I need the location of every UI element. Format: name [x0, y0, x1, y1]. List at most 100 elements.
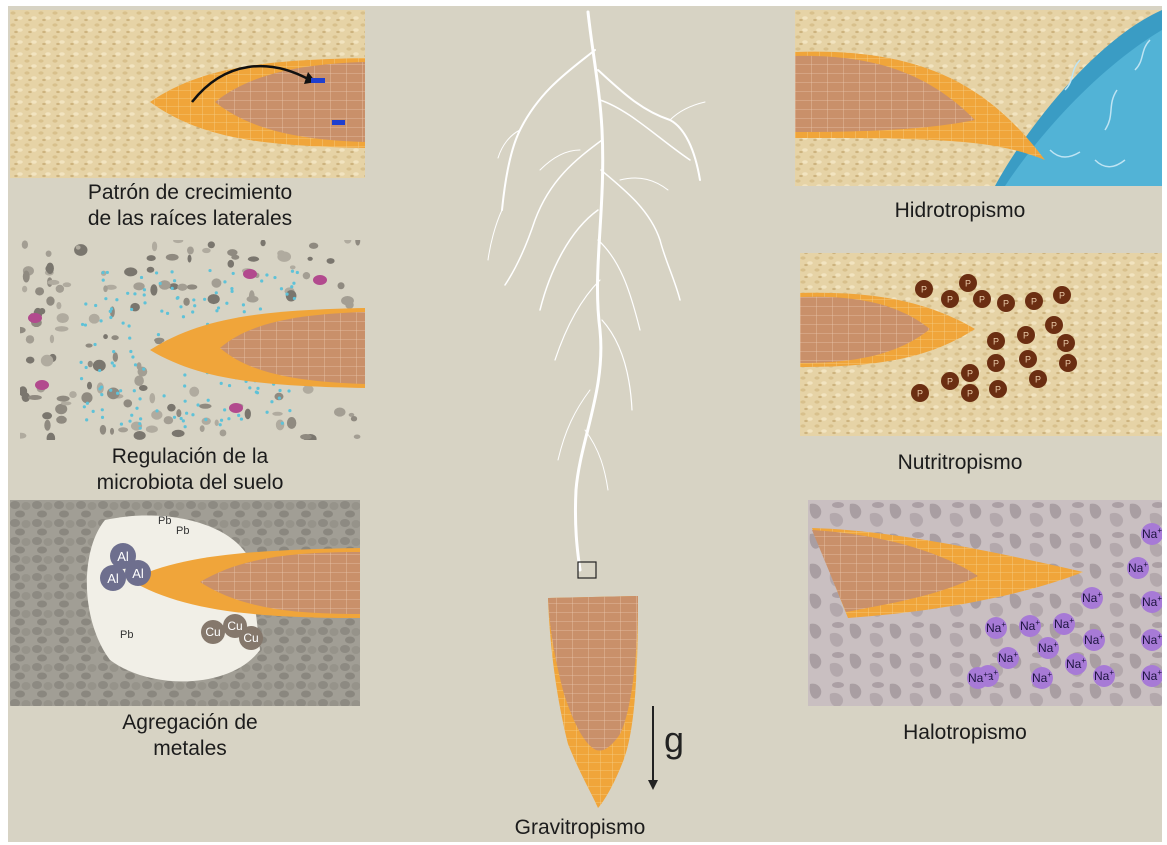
pb-label: Pb	[120, 629, 133, 641]
microbe	[131, 355, 134, 358]
microbe	[208, 269, 211, 272]
cu-label: Cu	[243, 631, 258, 645]
microbe	[204, 418, 207, 421]
soil-particle	[103, 285, 108, 292]
caption-metals: Agregación de metales	[40, 710, 340, 762]
microbe	[138, 397, 141, 400]
microbe	[220, 419, 223, 422]
microbe	[256, 391, 259, 394]
microbe	[228, 384, 231, 387]
microbe	[220, 382, 223, 385]
phosphate-label: P	[1025, 355, 1031, 365]
microbe	[98, 387, 101, 390]
phosphate-label: P	[1023, 331, 1029, 341]
microbe	[129, 350, 132, 353]
caption-line: Regulación de la	[30, 444, 350, 470]
microbe	[184, 425, 187, 428]
soil-particle	[199, 404, 211, 409]
microbe	[242, 303, 245, 306]
soil-particle	[111, 335, 118, 340]
microbe	[113, 364, 116, 367]
soil-particle	[56, 302, 61, 309]
panel-nutritropism: PPPPPPPPPPPPPPPPPPPP	[800, 243, 1162, 436]
soil-particle	[28, 395, 42, 400]
microbe	[215, 309, 218, 312]
microbe	[101, 408, 104, 411]
microbe	[219, 423, 222, 426]
soil-particle	[303, 272, 310, 279]
microbe	[122, 321, 125, 324]
soil-particle	[146, 426, 158, 433]
panel-root-system	[480, 10, 740, 580]
microbe	[155, 271, 158, 274]
microbe	[80, 377, 83, 380]
microbe	[173, 416, 176, 419]
soil-particle	[103, 334, 108, 339]
soil-particle	[22, 286, 27, 293]
soil-particle	[200, 425, 205, 432]
microbe	[179, 305, 182, 308]
microbe	[260, 279, 263, 282]
microbe	[170, 270, 173, 273]
soil-particle	[307, 257, 312, 261]
soil-particle	[272, 412, 283, 416]
microbe	[133, 389, 136, 392]
microbe	[143, 301, 146, 304]
microbe	[100, 393, 103, 396]
caption-gravitropism: Gravitropismo	[480, 815, 680, 841]
phosphate-label: P	[1051, 321, 1057, 331]
phosphate-label: P	[993, 359, 999, 369]
soil-particle	[220, 430, 227, 437]
panel-gravitropism: g	[540, 594, 700, 810]
microbe	[259, 307, 262, 310]
soil-particle	[113, 352, 118, 362]
soil-particle	[55, 404, 67, 414]
al-label: Al	[107, 571, 119, 586]
phosphate-label: P	[965, 279, 971, 289]
phosphate-label: P	[921, 285, 927, 295]
panel-hydrotropism	[795, 10, 1162, 186]
microbe-colony	[28, 313, 42, 323]
soil-particle	[276, 419, 284, 430]
soil-particle	[81, 392, 92, 403]
microbe	[119, 389, 122, 392]
soil-particle	[351, 416, 357, 421]
soil-particle	[110, 428, 114, 435]
phosphate-label: P	[1059, 291, 1065, 301]
microbe	[106, 271, 109, 274]
soil-particle	[123, 399, 132, 407]
soil-particle	[118, 427, 128, 432]
microbe	[99, 319, 102, 322]
root-branches	[488, 12, 705, 570]
microbe	[225, 302, 228, 305]
microbe	[281, 422, 284, 425]
soil-particle	[139, 385, 148, 391]
microbe	[135, 407, 138, 410]
soil-particle	[248, 256, 259, 261]
microbe	[128, 420, 131, 423]
microbe	[143, 288, 146, 291]
soil-particle	[187, 246, 194, 254]
cu-label: Cu	[227, 619, 242, 633]
soil-particle	[22, 240, 28, 249]
phosphate-label: P	[917, 389, 923, 399]
soil-particle	[56, 285, 64, 293]
phosphate-label: P	[1003, 299, 1009, 309]
soil-particle	[152, 241, 157, 251]
microbe	[215, 291, 218, 294]
soil-particle	[277, 252, 291, 262]
phosphate-label: P	[993, 337, 999, 347]
soil-particle	[57, 313, 69, 323]
microbe	[94, 304, 97, 307]
microbe	[139, 417, 142, 420]
caption-hydrotropism: Hidrotropismo	[860, 198, 1060, 224]
microbe	[92, 410, 95, 413]
soil-particle	[208, 241, 215, 248]
microbe	[182, 419, 185, 422]
panel-lateral-roots	[10, 10, 365, 178]
microbe	[280, 287, 283, 290]
microbe	[112, 350, 115, 353]
soil-particle	[124, 267, 137, 276]
phosphate-label: P	[995, 385, 1001, 395]
gravity-symbol: g	[664, 719, 684, 760]
